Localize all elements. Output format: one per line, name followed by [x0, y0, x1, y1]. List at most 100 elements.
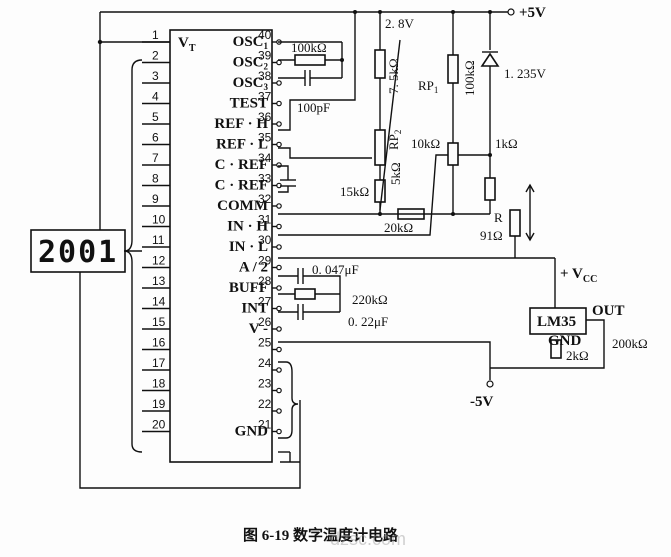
right-pin-label: INT	[241, 301, 268, 317]
display-bus-brace	[123, 59, 143, 453]
zener-diode	[480, 52, 500, 67]
right-pin-terminal	[276, 203, 282, 209]
right-pin-terminal	[276, 305, 282, 312]
left-pin-number: 20	[152, 418, 166, 432]
resistor-1k-label: 1kΩ	[495, 136, 518, 151]
left-pin-number: 14	[152, 295, 166, 309]
right-pin-number: 38	[258, 69, 272, 83]
right-pin-terminal	[276, 223, 282, 230]
cap-022-label: 0. 22μF	[348, 314, 388, 329]
resistor-10k-label: 10kΩ	[411, 136, 440, 151]
left-pin-number: 18	[152, 377, 166, 391]
left-pin-number: 6	[152, 131, 159, 145]
resistor-100k-label: 100kΩ	[462, 60, 477, 96]
resistor-220k	[294, 288, 316, 300]
v28-label: 2. 8V	[385, 16, 415, 31]
rp1-wiper-wire	[278, 154, 448, 236]
right-pin-number: 34	[258, 151, 272, 165]
right-pin-number: 33	[258, 172, 272, 186]
right-pin-terminal	[276, 367, 282, 373]
vcc-label: + VCC	[560, 266, 597, 285]
left-pin-number: 5	[152, 110, 159, 124]
right-pin-number: 24	[258, 356, 272, 370]
right-pin-number: 27	[258, 295, 272, 309]
gnd-pin-label: GND	[548, 333, 582, 349]
rp2-value-label: 5kΩ	[388, 162, 403, 185]
right-pin-label: V -	[249, 321, 268, 337]
right-pin-number: 28	[258, 274, 272, 288]
right-pin-number: 30	[258, 233, 272, 247]
right-pin-label: BUFF	[229, 280, 268, 296]
potentiometer-rp1	[447, 142, 459, 166]
resistor-220k-label: 220kΩ	[352, 292, 388, 307]
osc-resistor-label: 100kΩ	[291, 40, 327, 55]
resistor-7k5-label: 7. 5kΩ	[386, 58, 401, 94]
potentiometer-rp2	[374, 129, 386, 166]
left-pin-number: 19	[152, 397, 166, 411]
right-pin-label: REF · L	[216, 137, 268, 153]
right-pin-number: 23	[258, 377, 272, 391]
right-pin-terminal	[276, 264, 282, 271]
right-pin-label: OSC3	[233, 75, 269, 92]
left-pin-number: 17	[152, 356, 166, 370]
resistor-200k-label: 200kΩ	[612, 336, 648, 351]
right-pin-number: 29	[258, 254, 272, 268]
right-pin-number: 26	[258, 315, 272, 329]
resistor-15k-label: 15kΩ	[340, 184, 369, 199]
right-pin-label: REF · H	[214, 116, 268, 132]
vt-label: VT	[178, 35, 196, 54]
right-pin-number: 21	[258, 418, 272, 432]
rp1-label: RP1	[418, 78, 438, 95]
resistor-2k-label: 2kΩ	[566, 348, 589, 363]
resistor-r-label: R	[494, 210, 503, 225]
resistor-1k	[484, 177, 496, 201]
osc-resistor	[294, 54, 326, 66]
left-pin-number: 9	[152, 192, 159, 206]
resistor-91-label: 91Ω	[480, 228, 503, 243]
right-pin-number: 39	[258, 49, 272, 63]
right-pin-label: COMM	[217, 198, 268, 214]
left-pin-number: 8	[152, 172, 159, 186]
right-pin-number: 36	[258, 110, 272, 124]
right-pin-number: 35	[258, 131, 272, 145]
left-pin-number: 15	[152, 315, 166, 329]
left-pin-number: 10	[152, 213, 166, 227]
right-pin-terminal	[276, 121, 282, 127]
figure-caption: 图 6-19 数字温度计电路	[243, 526, 399, 544]
right-pin-terminal	[276, 387, 282, 394]
vplus-label: +5V	[519, 5, 546, 21]
lm35-label: LM35	[537, 314, 576, 330]
right-pin-number: 31	[258, 213, 272, 227]
display-digits: 2001	[38, 235, 118, 270]
right-pin-terminal	[276, 408, 282, 414]
resistor-20k-label: 20kΩ	[384, 220, 413, 235]
ic-body	[169, 29, 273, 463]
resistor-100k	[447, 54, 459, 84]
left-pin-number: 16	[152, 336, 166, 350]
right-pin-label: OSC2	[233, 55, 269, 72]
right-pin-terminal	[276, 346, 282, 353]
right-pin-number: 32	[258, 192, 272, 206]
right-pin-terminal	[276, 59, 282, 66]
right-pin-label: GND	[235, 424, 269, 440]
lm35-sensor	[529, 307, 587, 335]
left-pin-number: 11	[152, 233, 165, 247]
watermark: dzsc.com	[330, 529, 406, 549]
left-pin-number: 3	[152, 69, 159, 83]
right-pin-label: C · REF	[215, 157, 268, 173]
right-pin-number: 25	[258, 336, 272, 350]
right-pin-label: IN · L	[229, 239, 268, 255]
left-pin-number: 12	[152, 254, 166, 268]
right-pin-label: OSC1	[233, 34, 269, 51]
right-pin-number: 40	[258, 28, 272, 42]
right-pin-terminal	[276, 428, 282, 435]
display-return-wire	[79, 272, 301, 489]
right-pin-terminal	[276, 285, 282, 291]
left-pin-number: 2	[152, 49, 159, 63]
out-label: OUT	[592, 303, 625, 319]
right-pin-terminal	[276, 80, 282, 86]
right-pin-terminal	[276, 100, 282, 107]
